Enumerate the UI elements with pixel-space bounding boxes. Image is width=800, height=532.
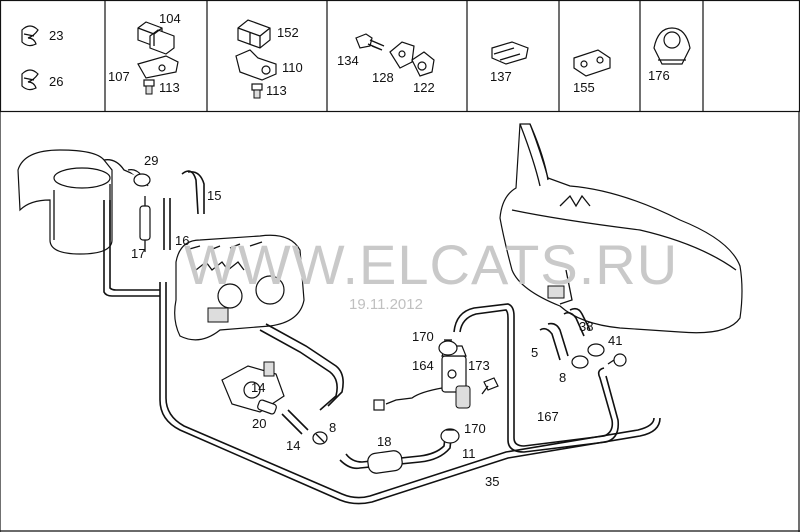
screw-113b-icon [251,83,263,99]
hose-29 [127,169,151,187]
label-41: 41 [608,333,622,348]
hose-38 [563,307,591,337]
label-14a: 14 [251,380,265,395]
clip-26-icon [21,69,39,91]
label-8b: 8 [559,370,566,385]
bracket-152-icon [237,19,271,49]
label-134: 134 [337,53,359,68]
clamp-170a [438,339,458,356]
label-170b: 170 [464,421,486,436]
label-176: 176 [648,68,670,83]
label-17: 17 [131,246,145,261]
watermark-date: 19.11.2012 [349,296,423,313]
connector-41b [607,353,627,367]
label-38: 38 [579,319,593,334]
clamp-8a [312,431,328,445]
screw-173 [481,377,499,395]
label-18: 18 [377,434,391,449]
label-16: 16 [175,233,189,248]
fuel-line-167 [453,303,620,453]
bolt-134-icon [355,33,385,51]
label-26: 26 [49,74,63,89]
label-152: 152 [277,25,299,40]
clip-23-icon [21,25,39,47]
bracket-110-icon [235,49,277,81]
hose-18 [339,429,453,474]
watermark: WWW.ELCATS.RU [184,233,678,296]
label-173: 173 [468,358,490,373]
label-167: 167 [537,409,559,424]
label-29: 29 [144,153,158,168]
label-137: 137 [490,69,512,84]
label-23: 23 [49,28,63,43]
fitting-20 [257,399,277,415]
clamp-122-icon [411,51,435,77]
label-128: 128 [372,70,394,85]
bracket-107-icon [137,55,179,79]
label-113b: 113 [266,83,287,98]
clip-137-icon [491,41,529,65]
label-8a: 8 [329,420,336,435]
bracket-128-icon [389,41,415,69]
fuel-line-35 [159,282,661,505]
clamp-41 [587,343,605,357]
engine-assembly [174,234,344,411]
clamp-170b [440,428,460,444]
fuel-filter-housing [17,149,139,255]
label-104: 104 [159,11,181,26]
clamp-8b [571,355,589,369]
filter-17 [139,196,151,252]
label-35: 35 [485,474,499,489]
label-113a: 113 [159,80,180,95]
label-11: 11 [462,446,476,461]
hose-15 [181,170,205,215]
label-14b: 14 [286,438,300,453]
label-107: 107 [108,69,130,84]
label-5: 5 [531,345,538,360]
pump-164 [373,345,471,411]
label-20: 20 [252,416,266,431]
label-164: 164 [412,358,434,373]
label-15: 15 [207,188,221,203]
hose-14b [281,409,309,435]
clip-155-icon [573,49,611,77]
hose-5 [539,322,569,361]
label-170a: 170 [412,329,434,344]
line-16 [103,198,171,297]
label-122: 122 [413,80,435,95]
label-110: 110 [282,60,303,75]
bracket-104-icon [137,21,175,55]
screw-113a-icon [143,79,155,95]
label-155: 155 [573,80,595,95]
fuel-tank [499,123,743,334]
clip-176-icon [653,27,691,65]
valve-14a [221,361,285,413]
